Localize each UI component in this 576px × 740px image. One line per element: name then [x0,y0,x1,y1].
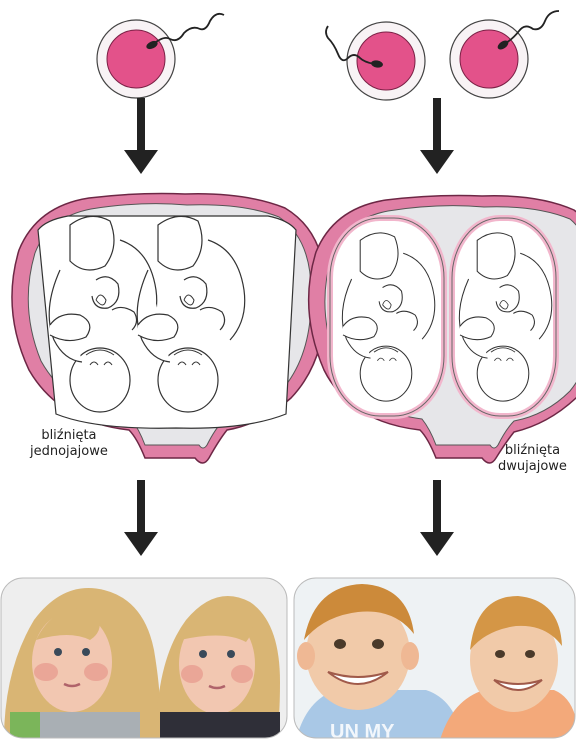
arrow-down-icon [124,98,158,174]
two-eggs-icon [326,11,559,100]
single-egg-icon [97,14,224,98]
uterus-fraternal-icon [309,196,576,464]
svg-text:UN MY: UN MY [330,721,395,740]
label-fraternal-twins: bliźnięta dwujajowe [498,443,567,475]
fraternal-twins-photo: UN MY [294,578,576,740]
label-identical-line1: bliźnięta [30,428,108,444]
arrow-down-icon [124,480,158,556]
label-identical-twins: bliźnięta jednojajowe [30,428,108,460]
identical-twins-photo [1,578,287,740]
arrow-down-icon [420,480,454,556]
label-identical-line2: jednojajowe [30,444,108,460]
uterus-identical-icon [12,194,325,464]
label-fraternal-line1: bliźnięta [498,443,567,459]
label-fraternal-line2: dwujajowe [498,459,567,475]
arrow-down-icon [420,98,454,174]
